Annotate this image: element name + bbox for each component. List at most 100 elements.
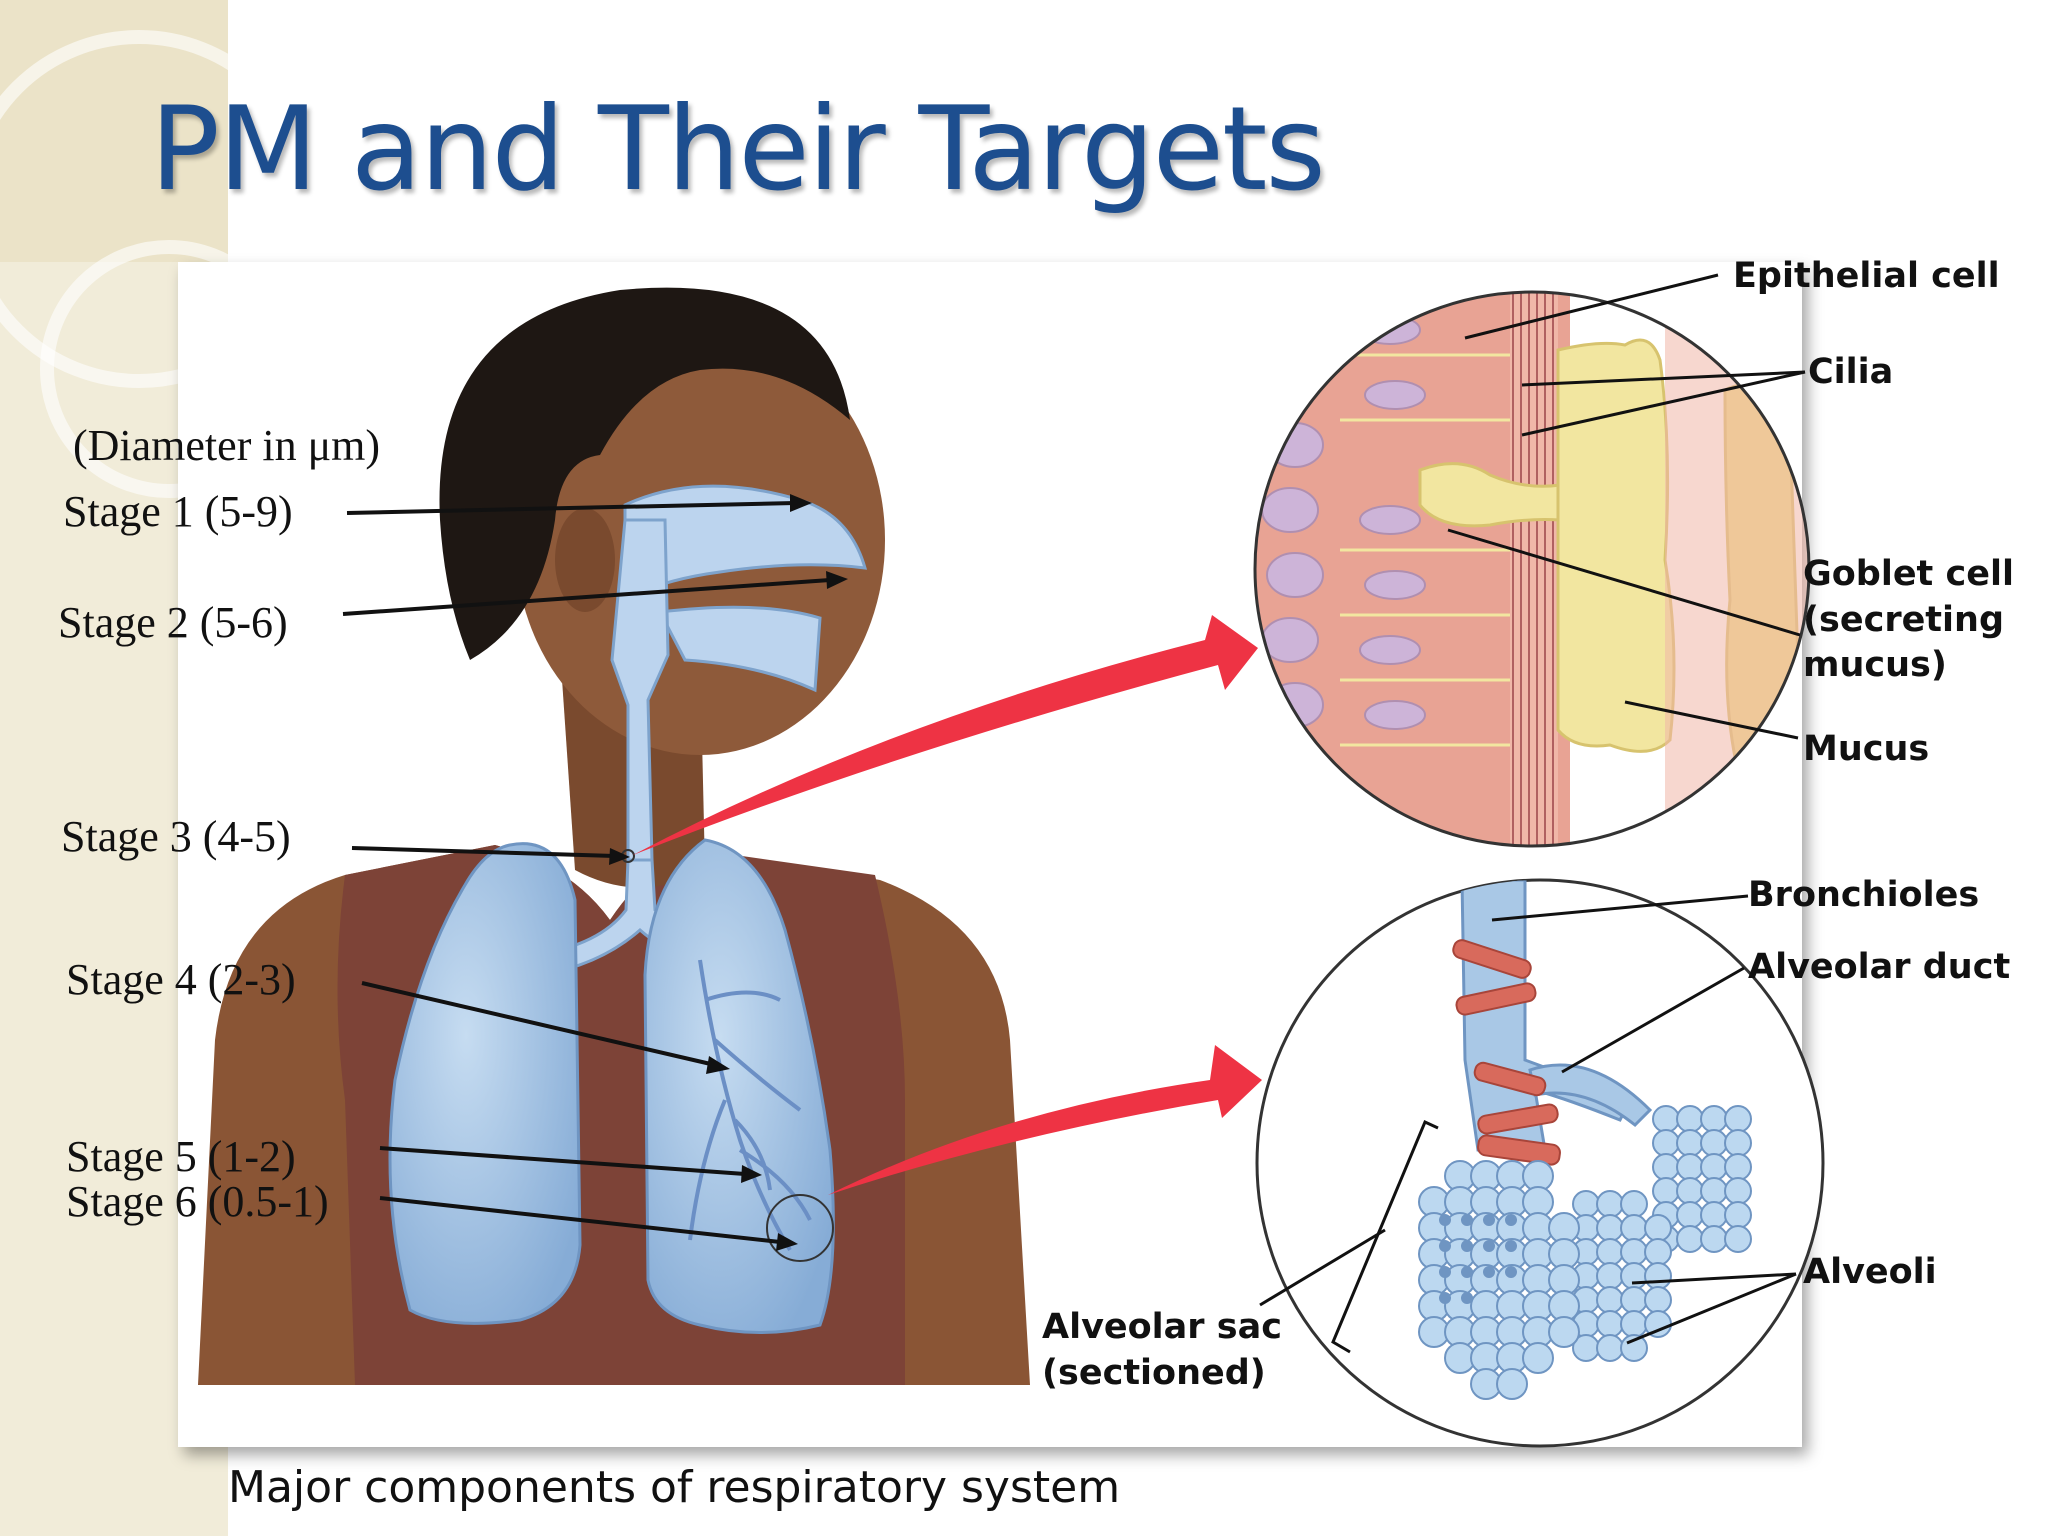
alveolus: [1676, 1153, 1704, 1181]
alveolus: [1700, 1225, 1728, 1253]
alveolus: [1596, 1214, 1624, 1242]
alveolus-section: [1483, 1214, 1495, 1226]
alveolus: [1644, 1214, 1672, 1242]
alveolus-section: [1439, 1214, 1451, 1226]
alveolar-sac-section: [1439, 1214, 1517, 1304]
alveolus: [1724, 1105, 1752, 1133]
alveolus: [1700, 1153, 1728, 1181]
label-epithelial-cell: Epithelial cell: [1733, 256, 2000, 296]
alveolus: [1724, 1153, 1752, 1181]
alveolus: [1620, 1286, 1648, 1314]
stage-label-3: Stage 3 (4-5): [61, 812, 291, 861]
leader-lines: [1259, 273, 1806, 1354]
label-mucus: Mucus: [1803, 729, 1930, 769]
alveolar-inset: [1255, 878, 1825, 1448]
alveolus: [1724, 1201, 1752, 1229]
ear: [555, 508, 615, 612]
alveolus: [1620, 1214, 1648, 1242]
alveolus: [1644, 1286, 1672, 1314]
page-title: PM and Their Targets: [150, 82, 1326, 217]
inset-border: [1253, 290, 1811, 848]
cell-boundaries: [1340, 353, 1515, 747]
label-alveoli: Alveoli: [1803, 1252, 1937, 1292]
smooth-muscle: [1452, 939, 1561, 1166]
alveolus: [1652, 1177, 1680, 1205]
alveolus: [1522, 1342, 1554, 1374]
alveolus: [1644, 1262, 1672, 1290]
oral-cavity: [657, 605, 822, 693]
alveolus: [1596, 1238, 1624, 1266]
alveolus: [1596, 1310, 1624, 1338]
alveolus: [1652, 1105, 1680, 1133]
alveolus: [1572, 1190, 1600, 1218]
alveolus: [1596, 1190, 1624, 1218]
alveolus: [1700, 1177, 1728, 1205]
alveolus: [1700, 1129, 1728, 1157]
diameter-note: (Diameter in μm): [73, 421, 381, 470]
stage-label-4: Stage 4 (2-3): [66, 955, 296, 1004]
left-lung: [643, 838, 835, 1334]
alveolus: [1644, 1238, 1672, 1266]
alveolus: [1596, 1262, 1624, 1290]
mucus-layer: [1556, 338, 1676, 753]
nasal-cavity: [623, 484, 868, 603]
alveolus: [1548, 1316, 1580, 1348]
alveolus: [1496, 1368, 1528, 1400]
zoom-arrow-top: [633, 615, 1258, 855]
alveolus-section: [1461, 1214, 1473, 1226]
alveolus: [1620, 1310, 1648, 1338]
airway: [533, 484, 868, 977]
stage-arrowheads: [609, 494, 848, 1251]
alveolus: [1676, 1129, 1704, 1157]
alveolus: [1676, 1225, 1704, 1253]
figure-caption: Major components of respiratory system: [228, 1462, 1121, 1513]
alveolus: [1620, 1238, 1648, 1266]
alveolus: [1620, 1262, 1648, 1290]
stage1-arrow: [346, 501, 796, 515]
alveolus-section: [1461, 1292, 1473, 1304]
zoom-arrow-bottom: [828, 1045, 1262, 1195]
alveolus: [1676, 1105, 1704, 1133]
alveolus: [1652, 1153, 1680, 1181]
stage-label-6: Stage 6 (0.5-1): [66, 1177, 329, 1226]
alveolus-section: [1439, 1240, 1451, 1252]
label-alveolar-sac: Alveolar sac (sectioned): [1042, 1307, 1282, 1393]
stage6-arrow: [379, 1196, 781, 1244]
stage2-arrow: [342, 578, 831, 616]
bronchiole-right-branch: [1528, 1063, 1653, 1128]
alveolus: [1700, 1201, 1728, 1229]
alveolus: [1724, 1225, 1752, 1253]
stage-label-1: Stage 1 (5-9): [63, 487, 293, 536]
alveolus: [1676, 1201, 1704, 1229]
alveolus: [1596, 1286, 1624, 1314]
alveolus-section: [1505, 1266, 1517, 1278]
alveolus: [1700, 1105, 1728, 1133]
alveolus: [1620, 1190, 1648, 1218]
alveolus-section: [1461, 1240, 1473, 1252]
hair: [439, 287, 850, 660]
stage-label-5: Stage 5 (1-2): [66, 1132, 296, 1181]
alveolus: [1724, 1129, 1752, 1157]
stage4-arrow: [361, 981, 716, 1067]
stage5-arrow: [379, 1146, 746, 1176]
label-bronchioles: Bronchioles: [1748, 875, 1980, 915]
alveolus-section: [1505, 1240, 1517, 1252]
label-cilia: Cilia: [1808, 352, 1894, 392]
alveoli-region-marker: [766, 1194, 834, 1262]
alveolus-section: [1505, 1214, 1517, 1226]
stage-arrows: [342, 501, 831, 1244]
label-alveolar-duct: Alveolar duct: [1748, 947, 2011, 987]
alveolus-section: [1483, 1266, 1495, 1278]
stage-label-2: Stage 2 (5-6): [58, 598, 288, 647]
cilia: [1510, 292, 1558, 846]
nose: [845, 480, 878, 600]
alveolus: [1676, 1177, 1704, 1205]
alveolus-section: [1483, 1240, 1495, 1252]
alveolus: [1652, 1129, 1680, 1157]
stage3-arrow: [351, 846, 616, 858]
alveolus: [1724, 1177, 1752, 1205]
alveolus: [1596, 1334, 1624, 1362]
alveolus-section: [1439, 1292, 1451, 1304]
